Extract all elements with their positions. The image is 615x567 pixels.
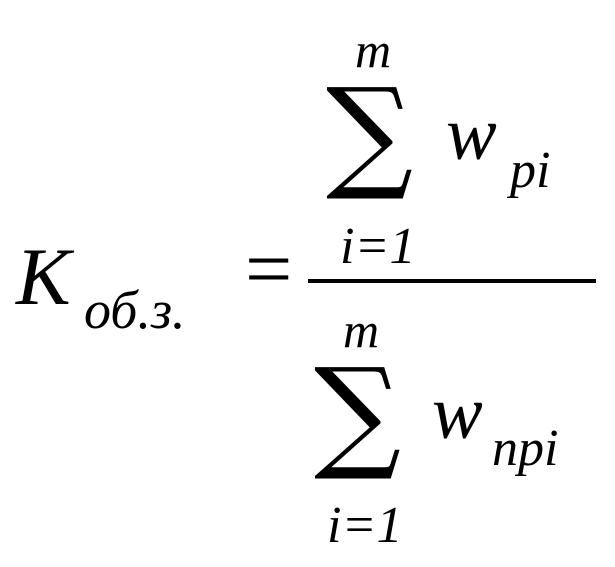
fraction-bar [308,279,596,283]
numerator-term: w [446,92,497,176]
numerator-term-subscript: pi [510,142,551,199]
denominator-upper-limit: m [343,302,380,358]
numerator-upper-limit: m [355,22,392,78]
lhs-subscript: об.з. [84,280,186,340]
denominator-term: w [432,371,483,455]
denominator-sigma-glyph: ∑ [314,342,402,484]
denominator-term-subscript: npi [492,420,559,477]
numerator-lower-limit: i=1 [340,218,416,275]
denominator-sum-operator: ∑ [314,352,414,480]
numerator-sigma-glyph: ∑ [326,62,414,204]
numerator-sum-operator: ∑ [326,72,420,200]
equals-sign: = [245,223,293,316]
lhs-symbol: K [16,231,71,322]
denominator-lower-limit: i=1 [327,497,403,554]
